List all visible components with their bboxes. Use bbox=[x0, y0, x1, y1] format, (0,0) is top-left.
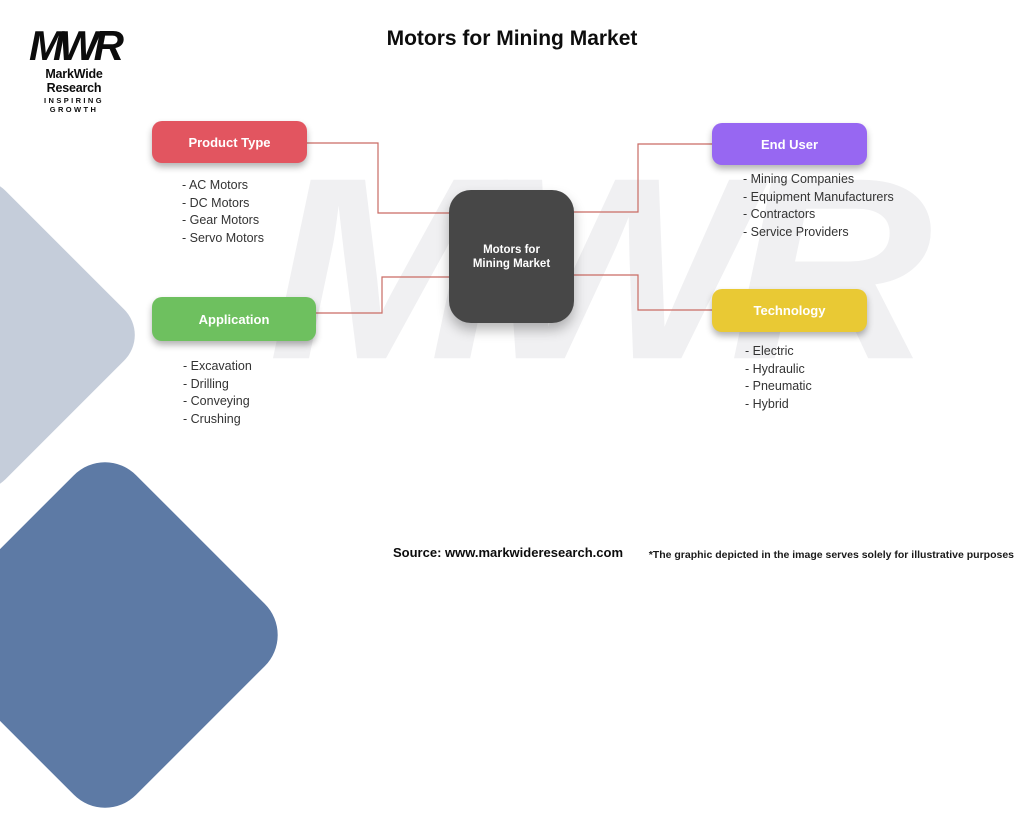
disclaimer-text: *The graphic depicted in the image serve… bbox=[648, 549, 1014, 561]
mwr-watermark: MWR bbox=[268, 123, 933, 414]
connector-lines bbox=[307, 142, 712, 314]
list-item: - Hydraulic bbox=[745, 361, 805, 376]
connector-technology bbox=[574, 274, 712, 311]
node-end-user: End User bbox=[712, 123, 867, 165]
list-item: - DC Motors bbox=[182, 195, 250, 210]
application-item-list: - Excavation - Drilling - Conveying - Cr… bbox=[183, 358, 252, 428]
logo-company-name: MarkWide Research bbox=[45, 67, 103, 95]
list-item: - Service Providers bbox=[743, 224, 849, 239]
logo-tagline: INSPIRING GROWTH bbox=[44, 96, 104, 114]
list-item: - Contractors bbox=[743, 207, 816, 222]
list-item: - Conveying bbox=[183, 394, 250, 409]
end-user-item-list: - Mining Companies - Equipment Manufactu… bbox=[743, 171, 894, 241]
list-item: - Excavation bbox=[183, 359, 252, 373]
background-layer: MWR bbox=[0, 123, 933, 826]
list-item: - Mining Companies bbox=[743, 172, 855, 186]
technology-item-list: - Electric - Hydraulic - Pneumatic - Hyb… bbox=[745, 343, 812, 413]
list-item: - Pneumatic bbox=[745, 379, 812, 394]
product-type-item-list: - AC Motors - DC Motors - Gear Motors - … bbox=[182, 177, 264, 247]
list-item: - Servo Motors bbox=[182, 230, 264, 245]
list-item: - Equipment Manufacturers bbox=[743, 189, 894, 204]
list-item: - Crushing bbox=[183, 411, 241, 426]
source-text: Source: www.markwideresearch.com bbox=[393, 545, 624, 560]
markwide-research-logo: MWR MarkWide Research INSPIRING GROWTH bbox=[20, 22, 128, 115]
list-item: - Drilling bbox=[183, 376, 229, 391]
list-item: - Electric bbox=[745, 344, 794, 358]
list-item: - Hybrid bbox=[745, 396, 789, 411]
list-item: - AC Motors bbox=[182, 178, 248, 192]
connector-product-type bbox=[307, 142, 449, 214]
connector-end-user bbox=[574, 143, 712, 213]
connector-application bbox=[316, 276, 449, 314]
node-technology: Technology bbox=[712, 289, 867, 332]
central-node-motors-for-mining-market: Motors for Mining Market bbox=[449, 190, 574, 323]
node-product-type: Product Type bbox=[152, 121, 307, 163]
node-application: Application bbox=[152, 297, 316, 341]
list-item: - Gear Motors bbox=[182, 213, 260, 228]
page-title: Motors for Mining Market bbox=[386, 27, 638, 50]
mwr-logo-icon: MWR bbox=[29, 22, 124, 69]
